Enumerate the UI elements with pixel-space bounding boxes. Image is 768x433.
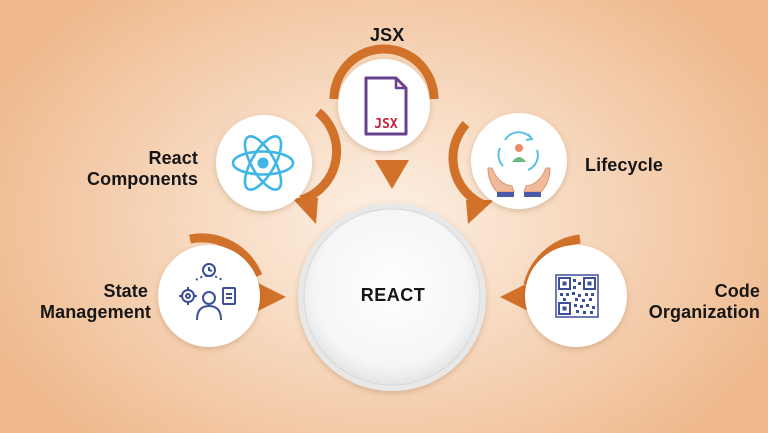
state-management-label: State Management	[40, 281, 152, 323]
state-management-node	[158, 233, 286, 347]
state-management-icon	[179, 263, 236, 321]
state-management-label-line2: Management	[40, 302, 152, 322]
qr-code-icon	[555, 274, 599, 318]
jsx-label: JSX	[370, 25, 405, 45]
code-organization-label: Code Organization	[630, 281, 760, 323]
code-organization-label-line2: Organization	[648, 302, 760, 322]
react-components-node	[216, 108, 342, 224]
state-management-label-line1: State	[103, 281, 148, 301]
jsx-file-icon: JSX	[364, 76, 408, 136]
react-components-label-line1: React	[148, 148, 198, 168]
jsx-icon-text: JSX	[374, 117, 398, 132]
center-title: REACT	[360, 285, 426, 305]
center-node	[298, 203, 486, 391]
jsx-node: JSX	[329, 44, 439, 189]
code-organization-label-line1: Code	[714, 281, 760, 301]
lifecycle-label: Lifecycle	[585, 155, 663, 175]
code-organization-node	[500, 234, 627, 347]
react-components-label: React Components	[82, 148, 198, 190]
lifecycle-hands-icon	[487, 131, 551, 197]
lifecycle-node	[448, 113, 567, 224]
react-components-label-line2: Components	[87, 169, 198, 189]
react-atom-icon	[231, 135, 295, 191]
